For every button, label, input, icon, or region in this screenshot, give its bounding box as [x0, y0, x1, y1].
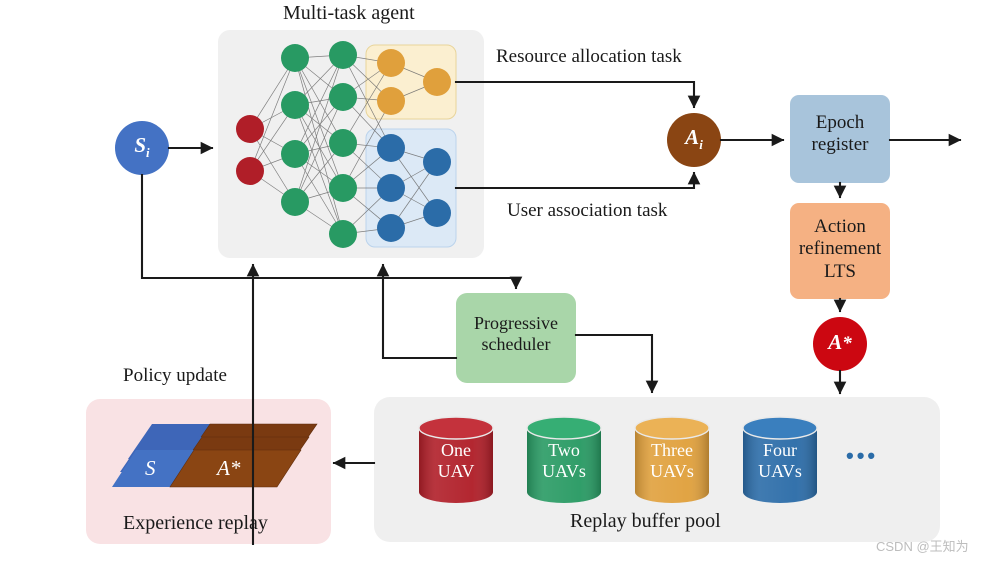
state-node-circle	[115, 121, 169, 175]
arrow-user-to-action	[454, 171, 701, 190]
hidden-layer-2-nodes	[329, 41, 357, 248]
cylinder-four-uavs	[742, 416, 818, 503]
experience-replay-cards	[112, 423, 318, 488]
replay-buffer-pool-label: Replay buffer pool	[570, 510, 721, 532]
watermark: CSDN @王知为	[876, 539, 969, 554]
cylinder-three-uavs	[634, 416, 710, 503]
connector-arrows	[140, 80, 962, 546]
cylinder-two-uavs	[526, 416, 602, 503]
arrow-resource-to-action	[454, 80, 701, 109]
progressive-scheduler-box[interactable]	[456, 293, 576, 383]
user-head-nodes	[377, 134, 451, 242]
action-node-circle	[667, 113, 721, 167]
experience-replay-label: Experience replay	[123, 512, 268, 534]
hidden-layer-1-nodes	[281, 44, 309, 216]
input-layer-nodes	[236, 115, 264, 185]
cylinder-one-uav	[418, 416, 494, 503]
user-association-task-label: User association task	[507, 200, 668, 221]
arrow-scheduler-to-user-head	[376, 263, 458, 360]
arrow-state-feedback-to-scheduler	[140, 173, 523, 290]
action-refinement-box[interactable]	[790, 203, 890, 299]
page-title: Multi-task agent	[283, 2, 415, 24]
arrow-scheduler-to-buffer	[574, 333, 659, 394]
epoch-register-box[interactable]	[790, 95, 890, 183]
refined-action-node-circle	[813, 317, 867, 371]
resource-allocation-task-label: Resource allocation task	[496, 46, 682, 67]
resource-head-nodes	[377, 49, 451, 115]
buffer-ellipsis-icon: •••	[846, 443, 879, 468]
policy-update-label: Policy update	[123, 365, 227, 386]
